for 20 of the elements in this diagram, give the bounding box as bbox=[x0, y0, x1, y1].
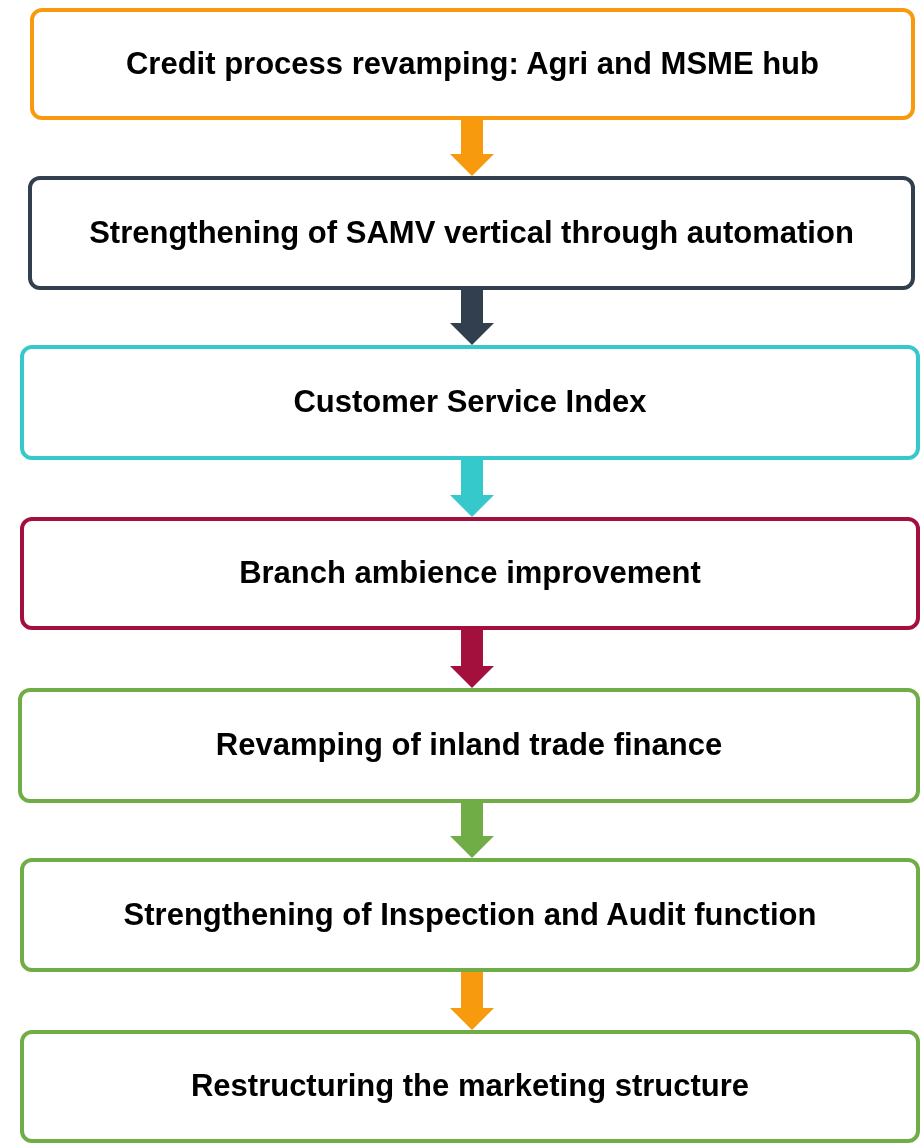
arrow bbox=[450, 290, 494, 345]
process-box bbox=[30, 8, 915, 120]
process-box bbox=[20, 517, 920, 630]
step-label: Revamping of inland trade finance bbox=[215, 726, 723, 765]
step-label: Strengthening of SAMV vertical through automation bbox=[89, 213, 854, 252]
process-box bbox=[20, 1030, 920, 1143]
process-box bbox=[28, 176, 915, 290]
step-label: Restructuring the marketing structure bbox=[190, 1067, 750, 1106]
step-label: Branch ambience improvement bbox=[239, 554, 701, 593]
step-label: Customer Service Index bbox=[293, 383, 647, 422]
arrow bbox=[450, 972, 494, 1030]
process-box bbox=[20, 858, 920, 972]
arrow bbox=[450, 630, 494, 688]
arrow bbox=[450, 460, 494, 517]
step-label: Credit process revamping: Agri and MSME hub bbox=[126, 44, 819, 83]
arrow bbox=[450, 120, 494, 176]
step-label: Strengthening of Inspection and Audit function bbox=[123, 895, 817, 934]
process-box bbox=[18, 688, 920, 803]
process-box bbox=[20, 345, 920, 460]
arrow bbox=[450, 803, 494, 858]
